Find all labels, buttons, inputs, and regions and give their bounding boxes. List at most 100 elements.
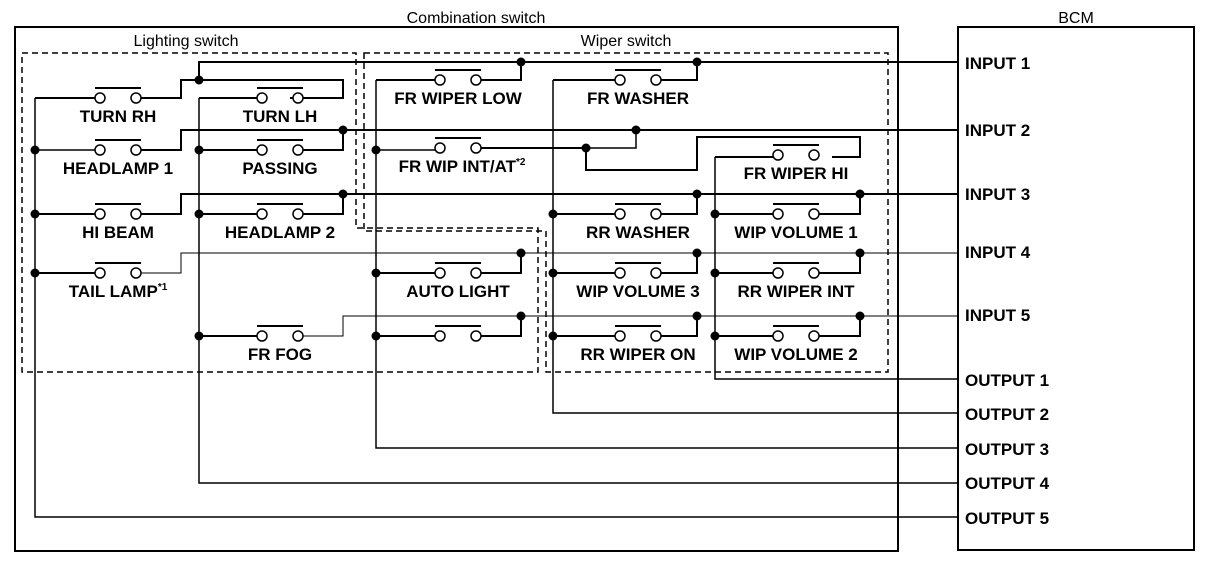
switch-passing: PASSING — [242, 139, 318, 178]
switch-hi-beam: HI BEAM — [82, 203, 154, 242]
contact-icon — [470, 330, 482, 342]
switch-wip-volume-1: WIP VOLUME 1 — [734, 203, 858, 242]
switch-tail-lamp: TAIL LAMP*1 — [69, 262, 168, 301]
switch-fr-wip-int: FR WIP INT/AT*2 — [399, 137, 526, 176]
lighting-switch-boundary — [21, 52, 539, 373]
switch-label: PASSING — [242, 159, 317, 178]
bcm-input-3: INPUT 3 — [965, 185, 1030, 204]
contact-icon — [808, 267, 820, 279]
switch-turn-lh: TURN LH — [243, 87, 317, 126]
contact-icon — [650, 267, 662, 279]
junction-dot — [692, 57, 702, 67]
junction-dot — [548, 209, 558, 219]
bcm-title: BCM — [1058, 10, 1094, 27]
switch-label: FR WIPER HI — [744, 164, 849, 183]
wire — [656, 62, 698, 81]
contact-icon — [614, 208, 626, 220]
junction-dot — [516, 57, 526, 67]
junction-dot — [338, 125, 348, 135]
bcm-output-3: OUTPUT 3 — [965, 440, 1049, 459]
junctions — [30, 57, 865, 341]
input-5-wire — [298, 315, 958, 337]
junction-dot — [548, 331, 558, 341]
wire — [814, 253, 861, 274]
bcm-input-4: INPUT 4 — [965, 243, 1031, 262]
junction-dot — [692, 311, 702, 321]
contact-icon — [614, 330, 626, 342]
switch-fr-wiper-hi: FR WIPER HI — [744, 144, 849, 183]
combination-switch-title: Combination switch — [407, 10, 546, 27]
switch-rr-wiper-on: RR WIPER ON — [580, 325, 696, 364]
junction-dot — [371, 331, 381, 341]
wire — [476, 62, 522, 81]
switch-rr-washer: RR WASHER — [586, 203, 690, 242]
junction-dot — [194, 331, 204, 341]
contact-icon — [470, 267, 482, 279]
junction-dot — [30, 268, 40, 278]
junction-dot — [194, 75, 204, 85]
lighting-switch-title: Lighting switch — [134, 33, 239, 50]
contact-icon — [614, 74, 626, 86]
contact-icon — [434, 74, 446, 86]
junction-dot — [631, 125, 641, 135]
switch-rr-wiper-int: RR WIPER INT — [737, 262, 855, 301]
wire — [656, 316, 698, 337]
junction-dot — [855, 248, 865, 258]
contact-icon — [772, 267, 784, 279]
junction-dot — [371, 268, 381, 278]
switch-label: HEADLAMP 1 — [63, 159, 173, 178]
switch-label: AUTO LIGHT — [406, 282, 510, 301]
contact-icon — [94, 92, 106, 104]
switch-wip-volume-2: WIP VOLUME 2 — [734, 325, 858, 364]
junction-dot — [516, 311, 526, 321]
junction-dot — [548, 268, 558, 278]
switch-wip-volume-3: WIP VOLUME 3 — [576, 262, 700, 301]
bcm-input-1: INPUT 1 — [965, 54, 1030, 73]
contact-icon — [292, 144, 304, 156]
wire — [476, 253, 522, 274]
bcm-pins: INPUT 1 INPUT 2 INPUT 3 INPUT 4 INPUT 5 … — [965, 54, 1050, 528]
bcm-output-2: OUTPUT 2 — [965, 405, 1049, 424]
junction-dot — [855, 189, 865, 199]
switch-headlamp-2: HEADLAMP 2 — [225, 203, 335, 242]
contact-icon — [434, 267, 446, 279]
switch-label: FR WASHER — [587, 89, 689, 108]
contact-icon — [650, 208, 662, 220]
input-4-wire — [136, 252, 958, 274]
bcm-input-2: INPUT 2 — [965, 121, 1030, 140]
bcm-box — [957, 26, 1195, 551]
switch-fr-fog: FR FOG — [248, 325, 312, 364]
contact-icon — [94, 267, 106, 279]
junction-dot — [30, 145, 40, 155]
contact-icon — [808, 330, 820, 342]
junction-dot — [710, 331, 720, 341]
output-2-wire — [552, 80, 958, 414]
contact-icon — [94, 208, 106, 220]
contact-icon — [292, 92, 304, 104]
switch-label: FR WIPER LOW — [394, 89, 522, 108]
wire — [136, 79, 344, 99]
output-4-wire — [198, 98, 958, 484]
wire — [298, 194, 344, 215]
switch-headlamp-1: HEADLAMP 1 — [63, 139, 173, 178]
wires — [34, 61, 958, 518]
bcm-output-5: OUTPUT 5 — [965, 509, 1049, 528]
wire — [656, 194, 698, 215]
bcm-output-1: OUTPUT 1 — [965, 371, 1049, 390]
contact-icon — [256, 92, 268, 104]
wire — [814, 194, 861, 215]
contact-icon — [772, 149, 784, 161]
contact-icon — [256, 144, 268, 156]
contact-icon — [808, 149, 820, 161]
junction-dot — [710, 209, 720, 219]
switch-auto-light: AUTO LIGHT — [406, 262, 510, 301]
contact-icon — [292, 208, 304, 220]
switch-unlabeled — [434, 325, 482, 342]
junction-dot — [371, 145, 381, 155]
contact-icon — [434, 142, 446, 154]
junction-dot — [338, 189, 348, 199]
contact-icon — [130, 92, 142, 104]
output-5-wire — [34, 98, 958, 518]
contact-icon — [650, 74, 662, 86]
